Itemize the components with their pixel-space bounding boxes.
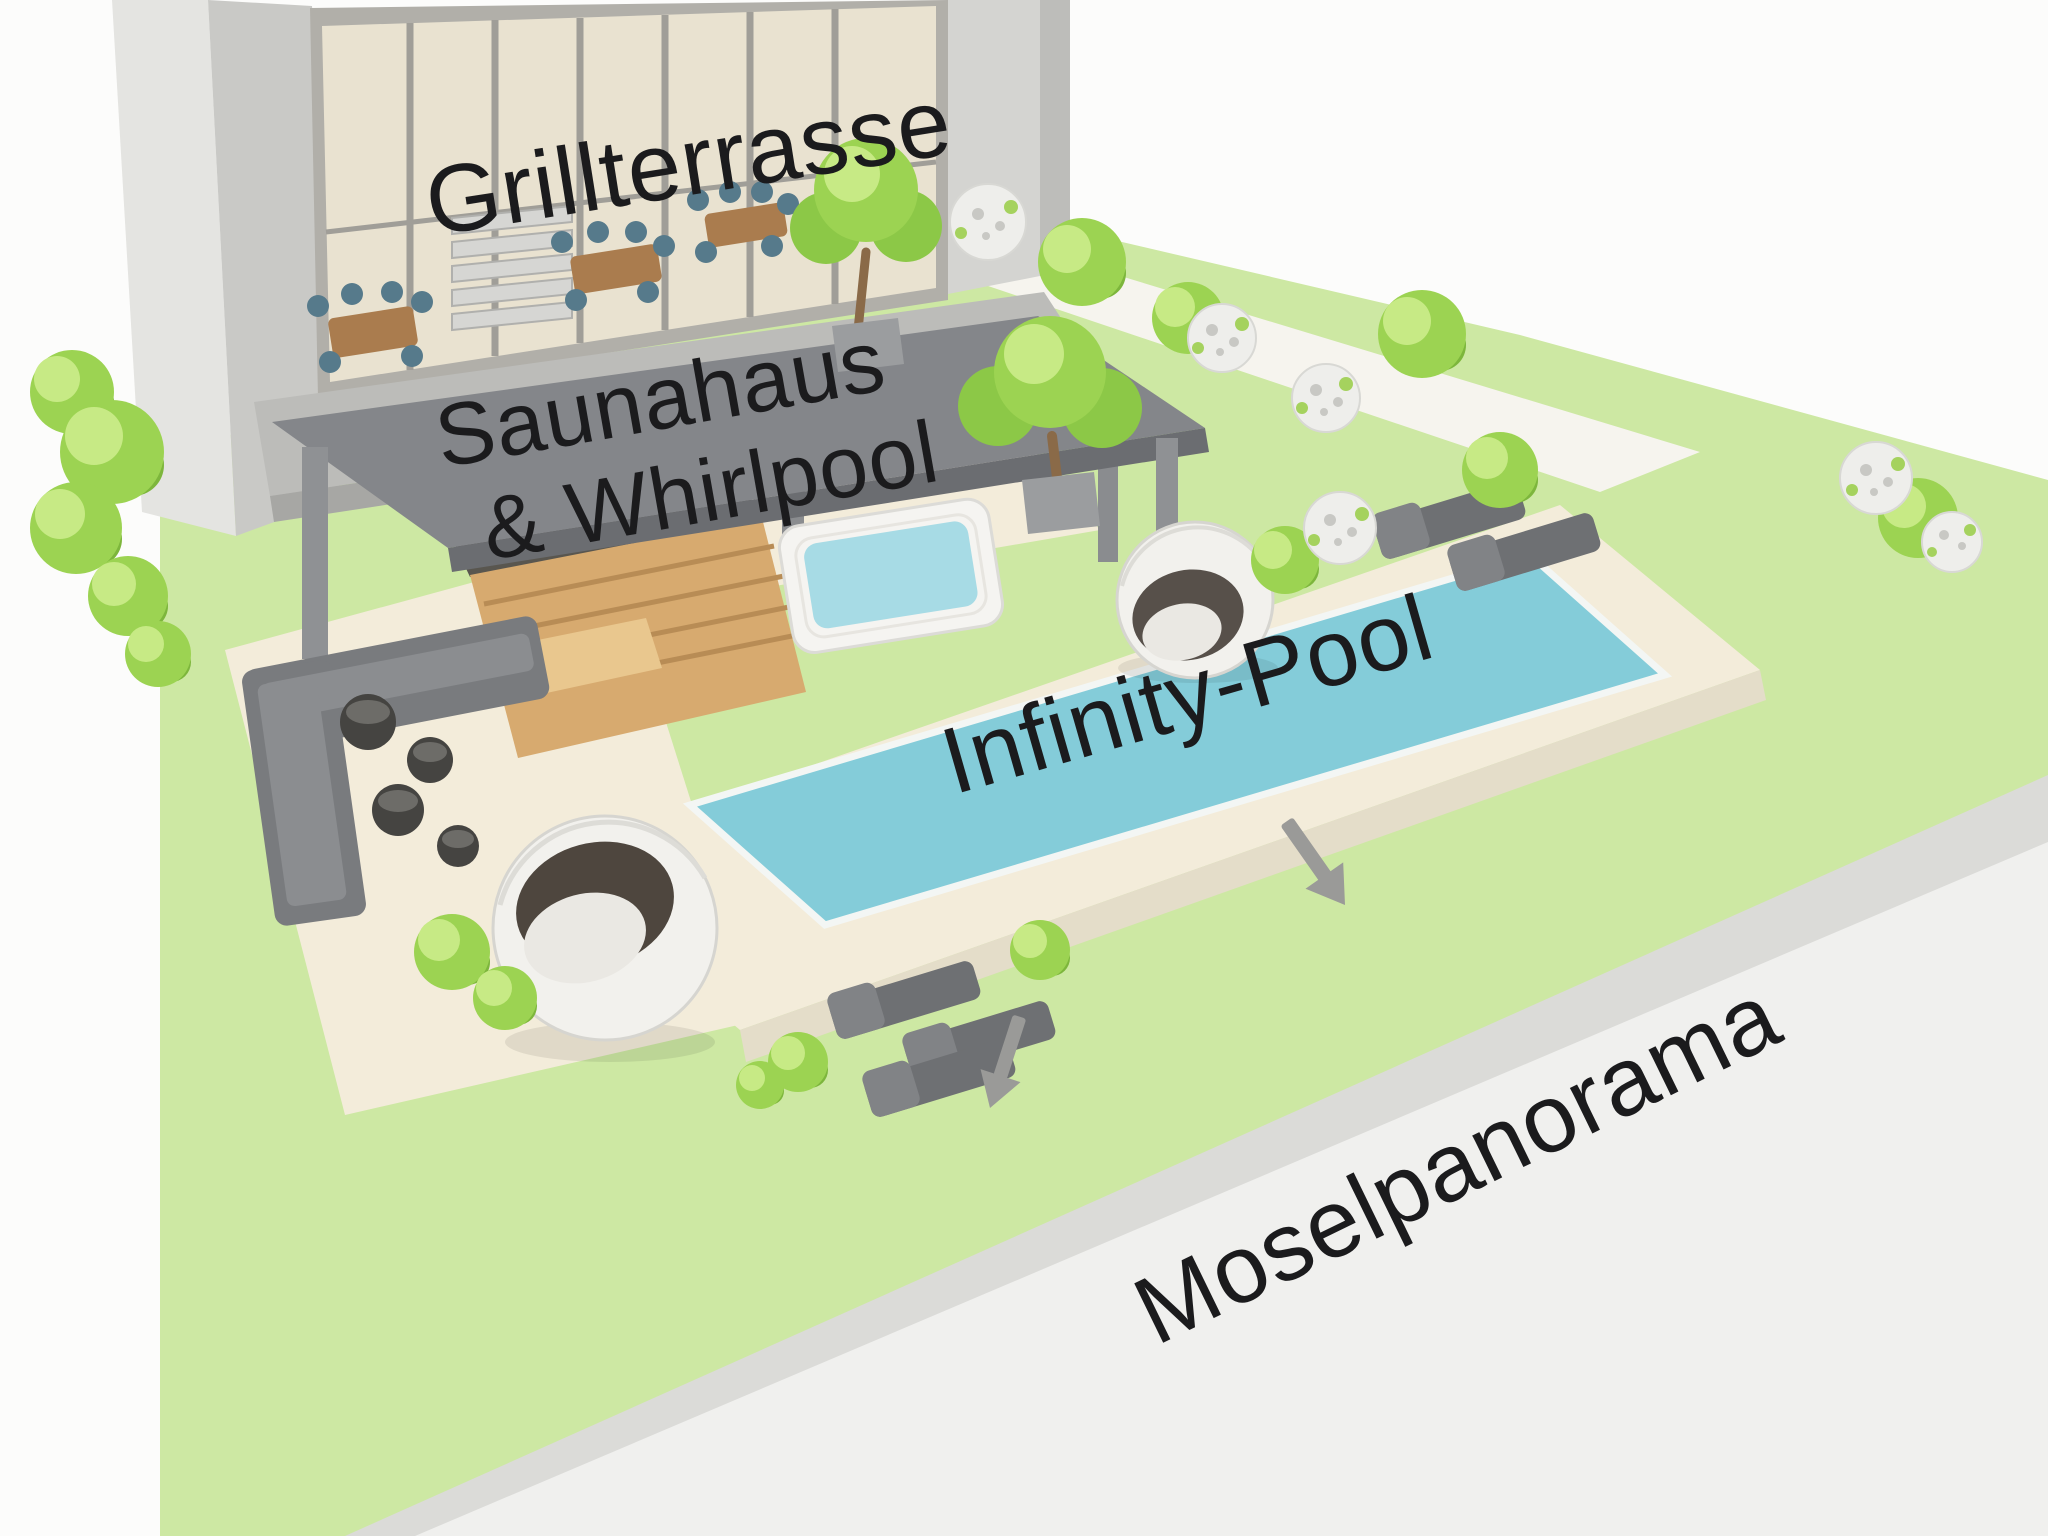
whirlpool bbox=[777, 497, 1005, 654]
bush bbox=[1251, 526, 1319, 594]
bush bbox=[1010, 920, 1070, 980]
building-right-wall-face bbox=[1040, 0, 1070, 276]
pool-deck-edge bbox=[740, 670, 1766, 1062]
bush bbox=[125, 621, 191, 687]
panorama-arrow-icon bbox=[1281, 818, 1345, 905]
sauna-post bbox=[302, 447, 328, 659]
tree bbox=[790, 138, 942, 372]
side-table bbox=[340, 694, 479, 867]
bush bbox=[473, 966, 537, 1030]
tree bbox=[958, 316, 1142, 534]
bush bbox=[88, 556, 168, 636]
flower-bush bbox=[1839, 441, 1913, 515]
dining-set bbox=[687, 181, 799, 263]
bush bbox=[736, 1061, 784, 1109]
planter bbox=[1022, 472, 1100, 534]
sauna-roof bbox=[272, 316, 1205, 548]
sauna-roof-edge bbox=[448, 428, 1209, 572]
bush bbox=[1038, 218, 1126, 306]
lounge-sofa bbox=[242, 616, 550, 926]
bush bbox=[1378, 290, 1466, 378]
bush bbox=[768, 1032, 828, 1092]
sauna-slat bbox=[483, 543, 775, 607]
dining-set bbox=[551, 221, 675, 311]
panorama-arrow-icon bbox=[980, 1015, 1026, 1108]
flower-bush bbox=[1303, 491, 1377, 565]
garden-path bbox=[905, 244, 1700, 492]
flower-bush bbox=[1921, 511, 1983, 573]
building-left-wall bbox=[112, 0, 236, 536]
sauna-bench bbox=[528, 618, 662, 694]
bush bbox=[60, 400, 164, 504]
bush bbox=[30, 482, 122, 574]
sun-lounger bbox=[1447, 513, 1601, 591]
sauna-slat bbox=[493, 573, 785, 637]
flower-bush bbox=[1291, 363, 1361, 433]
sauna-house bbox=[272, 316, 1209, 758]
planter bbox=[832, 318, 904, 372]
whirlpool-rim bbox=[794, 513, 988, 639]
cocoon-chair bbox=[1115, 520, 1278, 683]
whirlpool-water bbox=[804, 521, 978, 629]
sun-lounger bbox=[862, 1039, 1016, 1117]
bush bbox=[414, 914, 490, 990]
bush bbox=[1462, 432, 1538, 508]
flower-bush bbox=[1187, 303, 1257, 373]
dining-set bbox=[307, 281, 433, 373]
flower-bush bbox=[949, 183, 1027, 261]
sun-lounger bbox=[827, 961, 981, 1039]
cocoon-chair bbox=[491, 814, 719, 1062]
